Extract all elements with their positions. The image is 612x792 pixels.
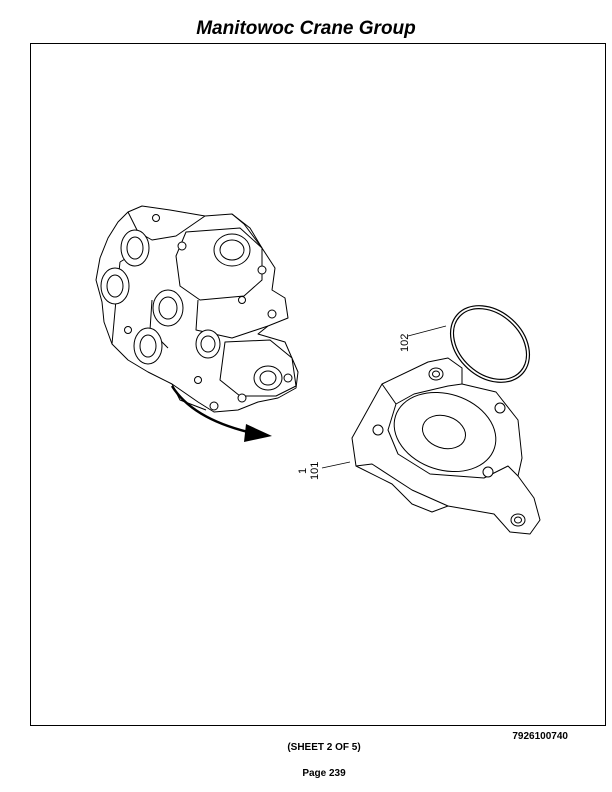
- callout-leaders: [321, 325, 447, 469]
- o-ring-seal: [449, 305, 531, 383]
- page-number: Page 239: [302, 768, 346, 779]
- page-title: Manitowoc Crane Group: [196, 18, 416, 39]
- document-number: 7926100740: [512, 731, 568, 742]
- callout-102: 102: [399, 334, 411, 352]
- callout-1: 1: [297, 468, 309, 474]
- sheet-label: (SHEET 2 OF 5): [287, 742, 361, 753]
- direction-arrow: [170, 385, 272, 442]
- cover-plate: [351, 357, 541, 535]
- drawing-frame: [30, 43, 606, 726]
- valve-body-illustration: [95, 205, 299, 413]
- callout-101: 101: [309, 462, 321, 480]
